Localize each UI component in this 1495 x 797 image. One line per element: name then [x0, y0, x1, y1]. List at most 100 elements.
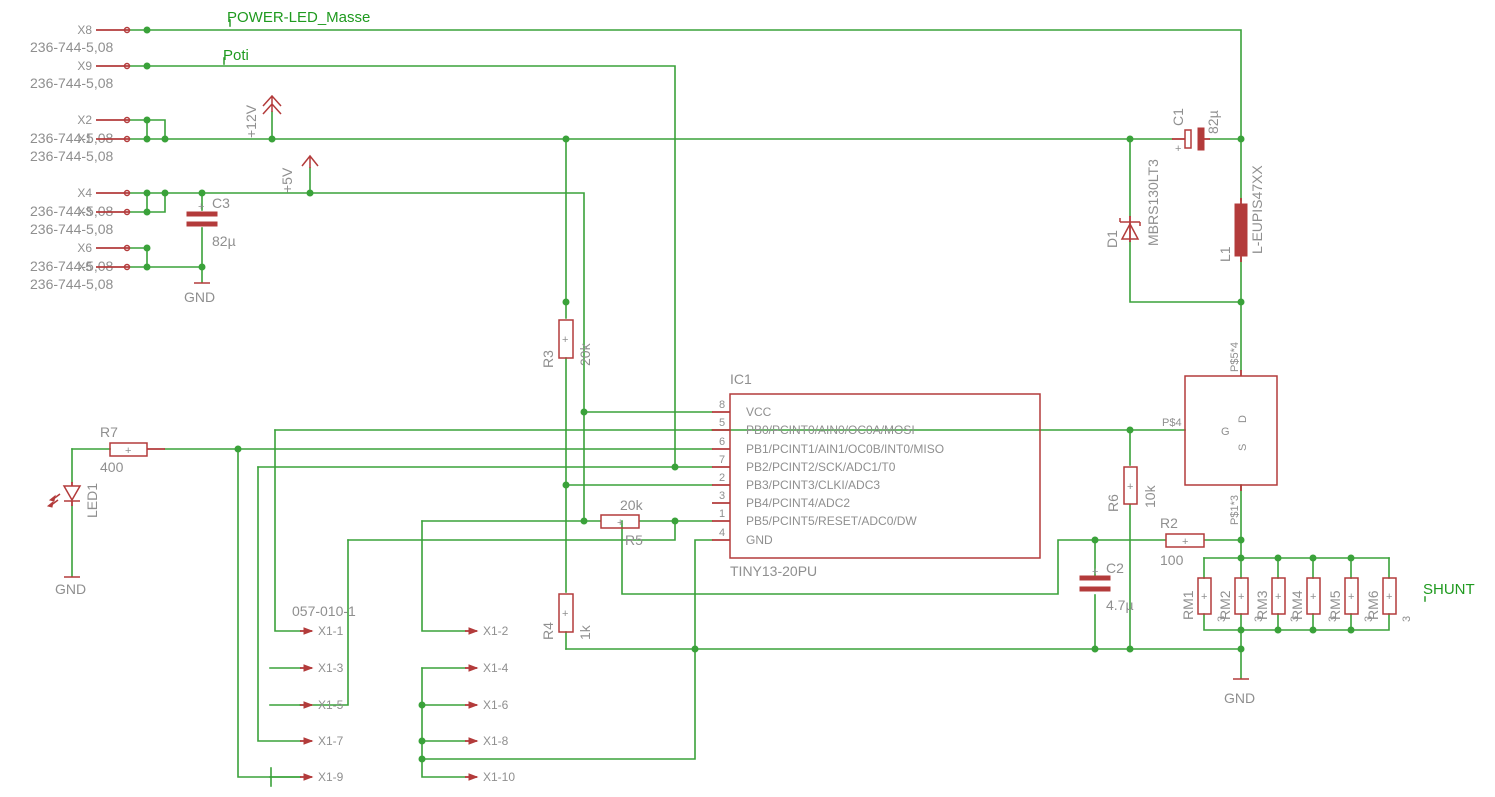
- gnd-symbol-left: GND: [184, 282, 215, 305]
- svg-text:+: +: [1175, 143, 1181, 155]
- svg-text:+12V: +12V: [243, 104, 259, 138]
- svg-text:3: 3: [1216, 616, 1228, 622]
- header-pin-x1-1: X1-1: [300, 624, 344, 638]
- junctions: [143, 26, 1355, 763]
- supply-5v: +5V: [279, 154, 319, 193]
- svg-text:C3: C3: [212, 195, 230, 211]
- svg-text:X1-5: X1-5: [318, 698, 344, 712]
- svg-text:C2: C2: [1106, 560, 1124, 576]
- resistor-r2: + R2 100: [1160, 515, 1205, 568]
- header-pin-x1-5: X1-5: [300, 698, 344, 712]
- svg-text:X1-4: X1-4: [483, 661, 509, 675]
- svg-text:236-744-5,08: 236-744-5,08: [30, 39, 114, 55]
- header-pin-x1-4: X1-4: [465, 661, 509, 675]
- terminal-x1: X1 236-744-5,08: [30, 132, 131, 164]
- resistor-rm6: + RM6 3: [1365, 577, 1413, 622]
- svg-text:GND: GND: [746, 533, 773, 547]
- svg-text:C1: C1: [1170, 108, 1186, 126]
- svg-text:2: 2: [719, 472, 725, 484]
- svg-text:S: S: [1237, 444, 1249, 451]
- svg-text:X1-1: X1-1: [318, 624, 344, 638]
- svg-text:3: 3: [1289, 616, 1301, 622]
- svg-text:236-744-5,08: 236-744-5,08: [30, 258, 114, 274]
- svg-text:4: 4: [719, 527, 725, 539]
- diode-d1: D1 MBRS130LT3: [1104, 159, 1161, 248]
- svg-text:X1-2: X1-2: [483, 624, 509, 638]
- svg-text:TINY13-20PU: TINY13-20PU: [730, 563, 817, 579]
- svg-text:X2: X2: [77, 113, 92, 127]
- svg-text:3: 3: [1363, 616, 1375, 622]
- svg-text:3: 3: [719, 490, 725, 502]
- svg-text:R2: R2: [1160, 515, 1178, 531]
- svg-text:GND: GND: [184, 289, 215, 305]
- svg-text:PB4/PCINT4/ADC2: PB4/PCINT4/ADC2: [746, 496, 850, 510]
- ic1-pin-4: 4 GND: [712, 527, 773, 547]
- svg-text:X4: X4: [77, 186, 92, 200]
- ic1-pin-1: 1 PB5/PCINT5/RESET/ADC0/DW: [712, 508, 917, 528]
- svg-text:LED1: LED1: [84, 483, 100, 518]
- svg-text:R3: R3: [540, 350, 556, 368]
- svg-text:R6: R6: [1105, 494, 1121, 512]
- svg-text:RM3: RM3: [1254, 590, 1270, 620]
- svg-text:+: +: [1127, 481, 1133, 493]
- svg-text:3: 3: [1253, 616, 1265, 622]
- svg-text:RM6: RM6: [1365, 590, 1381, 620]
- svg-text:G: G: [1221, 426, 1230, 438]
- gnd-symbol-led: GND: [55, 576, 86, 597]
- svg-text:PB1/PCINT1/AIN1/OC0B/INT0/MISO: PB1/PCINT1/AIN1/OC0B/INT0/MISO: [746, 442, 944, 456]
- svg-text:1k: 1k: [577, 624, 593, 640]
- svg-text:+: +: [617, 517, 623, 529]
- ic-ic1: IC1 TINY13-20PU 8 VCC 5 PB0/PCINT0/AIN0/…: [712, 371, 1041, 579]
- header-pin-x1-3: X1-3: [300, 661, 344, 675]
- svg-text:X3: X3: [77, 205, 92, 219]
- resistor-r3: + R3 20k: [540, 319, 593, 368]
- svg-text:X1-7: X1-7: [318, 734, 344, 748]
- svg-text:+: +: [1386, 591, 1392, 603]
- capacitor-c1: + C1 82µ: [1170, 108, 1221, 155]
- svg-text:236-744-5,08: 236-744-5,08: [30, 221, 114, 237]
- svg-text:+: +: [1348, 591, 1354, 603]
- svg-text:R7: R7: [100, 424, 118, 440]
- svg-text:+: +: [562, 608, 568, 620]
- svg-text:P$4: P$4: [1162, 417, 1182, 429]
- ic1-pin-3: 3 PB4/PCINT4/ADC2: [712, 490, 850, 510]
- terminal-x2: X2 236-744-5,08: [30, 113, 131, 146]
- svg-text:+: +: [1201, 591, 1207, 603]
- svg-text:RM2: RM2: [1217, 590, 1233, 620]
- svg-text:+: +: [1238, 591, 1244, 603]
- net-label-shunt: SHUNT: [1423, 581, 1475, 598]
- resistor-r5: + 20k R5: [600, 497, 644, 548]
- svg-text:R5: R5: [625, 532, 643, 548]
- svg-text:X1-10: X1-10: [483, 770, 515, 784]
- svg-text:057-010-1: 057-010-1: [292, 603, 356, 619]
- header-pin-x1-8: X1-8: [465, 734, 509, 748]
- inductor-l1: L1 L-EUPIS47XX: [1217, 165, 1265, 262]
- svg-text:8: 8: [719, 399, 725, 411]
- svg-text:GND: GND: [1224, 690, 1255, 706]
- svg-text:P$5*4: P$5*4: [1229, 342, 1241, 372]
- terminal-blocks: X8 236-744-5,08 X9 236-744-5,08 X2 236-7…: [30, 23, 131, 292]
- svg-text:X8: X8: [77, 23, 92, 37]
- svg-text:PB3/PCINT3/CLKI/ADC3: PB3/PCINT3/CLKI/ADC3: [746, 478, 880, 492]
- svg-text:7: 7: [719, 454, 725, 466]
- svg-text:X1-6: X1-6: [483, 698, 509, 712]
- svg-text:1: 1: [719, 508, 725, 520]
- resistor-rm4: + RM4 3: [1289, 577, 1339, 622]
- svg-text:X1-9: X1-9: [318, 770, 344, 784]
- ic1-pin-8: 8 VCC: [712, 399, 772, 419]
- svg-text:5: 5: [719, 417, 725, 429]
- svg-text:D1: D1: [1104, 230, 1120, 248]
- svg-text:+: +: [562, 334, 568, 346]
- svg-text:RM4: RM4: [1289, 590, 1305, 620]
- svg-text:3: 3: [1401, 616, 1413, 622]
- svg-text:X6: X6: [77, 241, 92, 255]
- svg-text:D: D: [1237, 415, 1249, 423]
- svg-text:PB5/PCINT5/RESET/ADC0/DW: PB5/PCINT5/RESET/ADC0/DW: [746, 514, 917, 528]
- svg-text:X1-3: X1-3: [318, 661, 344, 675]
- terminal-x5: X5 236-744-5,08: [30, 260, 131, 292]
- svg-text:P$1*3: P$1*3: [1229, 495, 1241, 525]
- svg-text:20k: 20k: [620, 497, 644, 513]
- header-pin-x1-10: X1-10: [465, 770, 515, 784]
- svg-text:PB2/PCINT2/SCK/ADC1/T0: PB2/PCINT2/SCK/ADC1/T0: [746, 460, 896, 474]
